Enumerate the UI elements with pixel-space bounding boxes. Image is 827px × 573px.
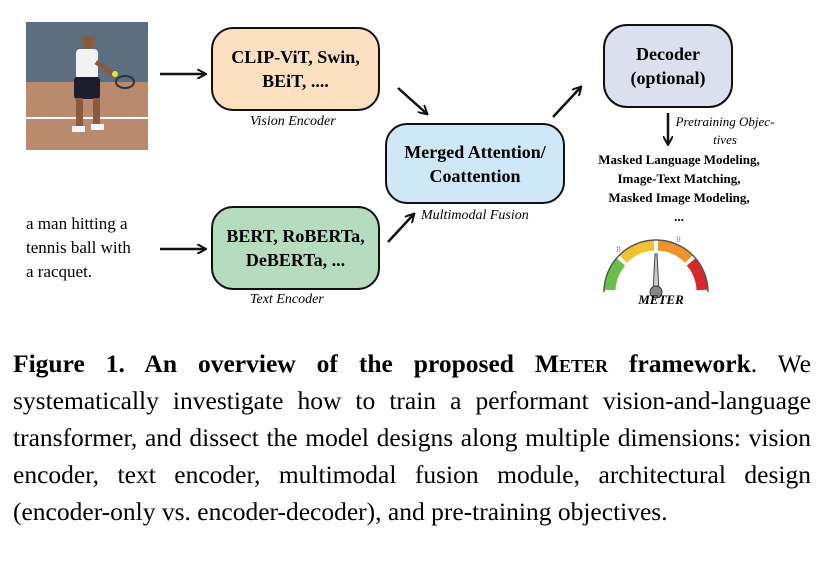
vision-encoder-caption: Vision Encoder (250, 114, 336, 129)
gauge-yellow-segment (619, 239, 655, 264)
gauge-red-segment (686, 258, 708, 291)
text-input: a man hitting a tennis ball with a racqu… (26, 214, 131, 281)
diagram-arrows (160, 0, 827, 330)
caption-body: . We systematically investigate how to t… (13, 349, 811, 526)
diagram: CLIP-ViT, Swin, BEiT, .... Vision Encode… (26, 0, 827, 330)
text-encoder-caption: Text Encoder (250, 292, 324, 307)
multimodal-fusion-caption: Multimodal Fusion (421, 208, 529, 223)
meter-gauge-icon: ⁝⁝ ⁝⁝ (603, 235, 709, 299)
objective-item: Masked Language Modeling, (598, 152, 760, 167)
objective-item: Image-Text Matching, (617, 171, 741, 186)
caption-title-suffix: framework (608, 349, 751, 378)
meter-logo-text: METER (638, 292, 684, 307)
multimodal-fusion-label: Merged Attention/ Coattention (404, 141, 546, 186)
vision-encoder-box: CLIP-ViT, Swin, BEiT, .... (211, 27, 380, 111)
svg-text:⁝⁝: ⁝⁝ (616, 245, 621, 254)
pretraining-objectives-list: Masked Language Modeling, Image-Text Mat… (568, 150, 790, 226)
gauge-orange-segment (657, 239, 693, 264)
gauge-green-segment (604, 258, 626, 291)
vision-encoder-label: CLIP-ViT, Swin, BEiT, .... (231, 47, 360, 91)
objective-item: ... (674, 209, 684, 224)
text-encoder-label: BERT, RoBERTa, DeBERTa, ... (226, 226, 365, 270)
arrow-fusion-to-decoder (552, 88, 580, 118)
decoder-label: Decoder (optional) (630, 44, 706, 88)
pretraining-objectives-title: Pretraining Objec- tives (675, 114, 775, 147)
svg-text:⁝⁝: ⁝⁝ (676, 235, 681, 244)
caption-title-prefix: Figure 1. An overview of the proposed (13, 349, 535, 378)
figure-caption: Figure 1. An overview of the proposed Me… (13, 345, 811, 530)
decoder-box: Decoder (optional) (603, 24, 733, 108)
multimodal-fusion-box: Merged Attention/ Coattention (385, 123, 565, 204)
text-encoder-box: BERT, RoBERTa, DeBERTa, ... (211, 206, 380, 290)
arrow-vision-to-fusion (397, 87, 426, 113)
arrow-text-to-fusion (387, 215, 413, 243)
tennis-player-photo (26, 22, 148, 150)
caption-title-name: Meter (534, 349, 609, 378)
objective-item: Masked Image Modeling, (608, 190, 750, 205)
